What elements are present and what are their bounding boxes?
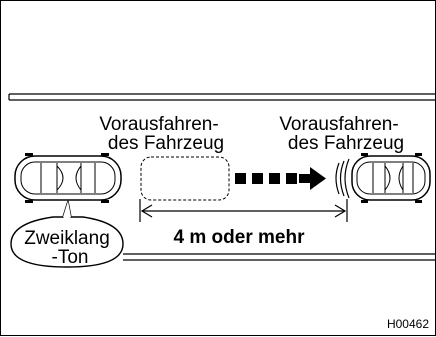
chime-speech-bubble — [10, 200, 124, 268]
road-edge-top — [8, 93, 436, 101]
movement-arrow-icon — [235, 167, 326, 190]
leading-vehicle-label-right-line1: Vorausfahren- — [279, 114, 398, 135]
chime-label-line1: Zweiklang — [24, 228, 110, 249]
road-edge-bottom — [123, 253, 436, 261]
motion-lines-icon — [335, 158, 350, 199]
chime-label-line2: -Ton — [52, 247, 89, 268]
distance-label: 4 m oder mehr — [174, 227, 306, 248]
leading-vehicle-label-left-line2: des Fahrzeug — [108, 133, 224, 154]
own-vehicle-car-icon — [14, 153, 122, 203]
figure-code: H00462 — [387, 317, 429, 331]
leading-vehicle-previous-position — [140, 156, 230, 201]
leading-vehicle-label-left-line1: Vorausfahren- — [99, 114, 218, 135]
distance-dimension-line — [139, 199, 348, 222]
leading-vehicle-car-icon — [351, 153, 431, 203]
leading-vehicle-label-right-line2: des Fahrzeug — [288, 133, 404, 154]
